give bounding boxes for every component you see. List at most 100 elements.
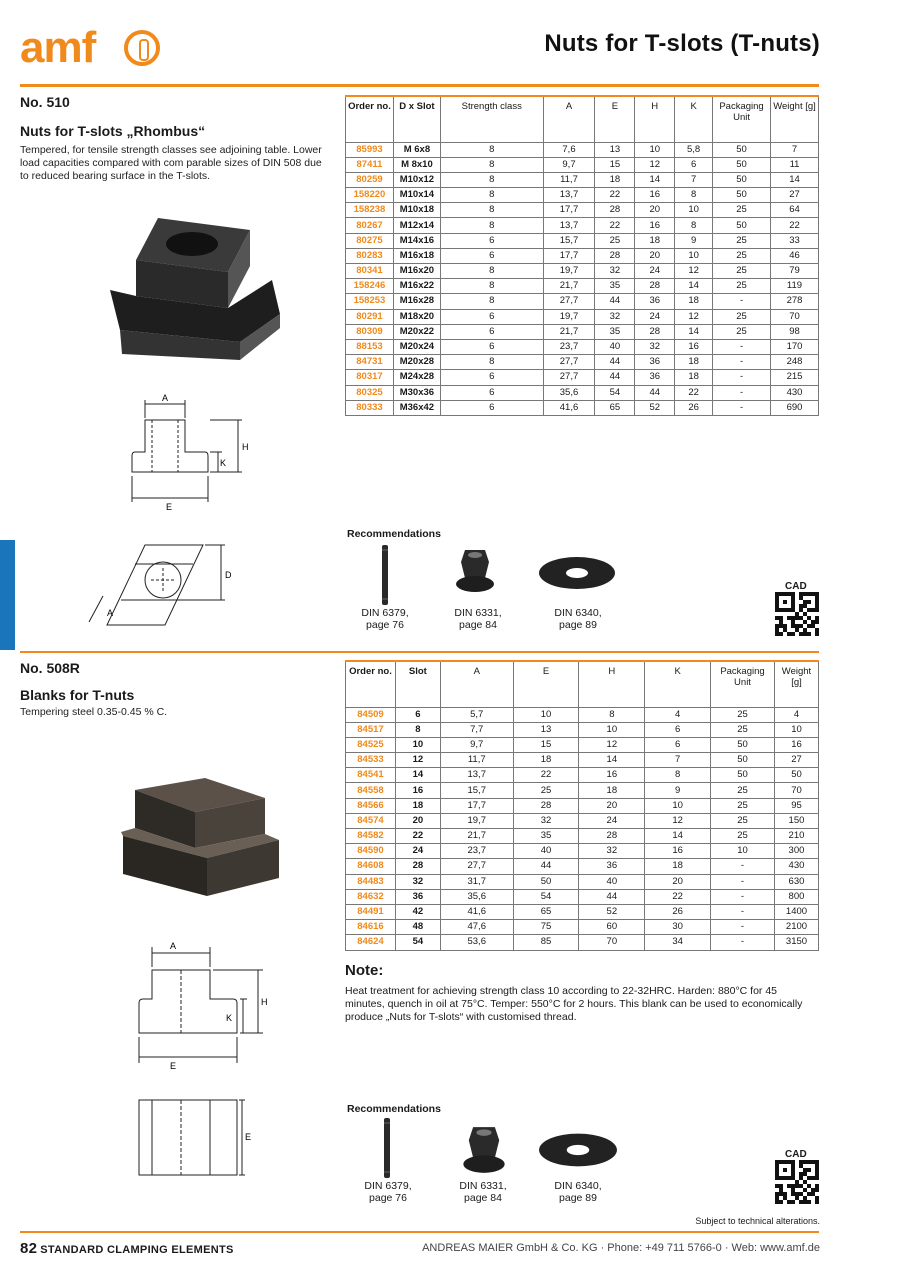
order-number-cell[interactable]: 84566 [345,797,396,814]
order-number-cell[interactable]: 84541 [345,767,396,784]
table-cell: 23,7 [439,843,514,860]
order-number-cell[interactable]: 84533 [345,752,396,769]
table-cell: - [710,903,775,921]
order-number-cell[interactable]: 80341 [345,262,394,280]
table-cell: M 8x10 [392,156,441,173]
order-number-cell[interactable]: 158220 [345,187,394,204]
order-number-cell[interactable]: 80309 [345,323,394,340]
order-number-cell[interactable]: 80317 [345,369,394,386]
table-cell: 6 [439,308,544,325]
order-number-cell[interactable]: 84491 [345,903,396,921]
order-number-cell[interactable]: 158253 [345,293,394,310]
table-cell: 65 [594,399,636,416]
table-cell: 13,7 [542,217,596,234]
table-cell: 24 [634,262,676,280]
order-number-cell[interactable]: 80267 [345,217,394,234]
table-cell: 25 [712,308,772,325]
table-cell: 64 [770,202,819,219]
section2-description: Tempering steel 0.35-0.45 % C. [20,706,168,718]
table-cell: 12 [674,262,714,280]
order-number-cell[interactable]: 158246 [345,278,394,295]
order-number-cell[interactable]: 84616 [345,919,396,936]
order-number-cell[interactable]: 84517 [345,721,396,738]
section2-col-header: Slot [394,660,441,708]
section1-col-header: Weight [g] [770,95,819,143]
table-cell: 8 [644,767,712,784]
order-number-cell[interactable]: 88153 [345,338,394,356]
section1-drawing-top: D A [88,544,232,626]
table-cell: 53,6 [439,934,514,951]
order-number-cell[interactable]: 85993 [345,141,394,158]
order-number-cell[interactable]: 84558 [345,782,396,799]
table-cell: M18x20 [392,308,441,325]
order-number-cell[interactable]: 80259 [345,171,394,189]
order-number-cell[interactable]: 80291 [345,308,394,325]
table-cell: 50 [712,156,772,173]
table-cell: 14 [644,827,712,845]
table-cell: 31,7 [439,873,514,890]
table-cell: 22 [594,217,636,234]
table-cell: 430 [773,858,820,875]
table-cell: 1400 [773,903,820,921]
table-cell: 28 [394,858,441,875]
table-cell: - [710,934,775,951]
order-number-cell[interactable]: 80325 [345,384,394,401]
order-number-cell[interactable]: 84483 [345,873,396,890]
order-number-cell[interactable]: 84525 [345,736,396,754]
table-cell: - [710,873,775,890]
table-cell: 10 [710,843,775,860]
order-number-cell[interactable]: 84608 [345,858,396,875]
table-cell: 8 [439,262,544,280]
order-number-cell[interactable]: 80283 [345,247,394,265]
table-cell: 20 [578,797,646,814]
dim2-h-label: H [261,997,268,1007]
order-number-cell[interactable]: 80333 [345,399,394,416]
table-cell: 10 [634,141,676,158]
table-cell: 25 [712,232,772,249]
table-cell: 430 [770,384,819,401]
order-number-cell[interactable]: 80275 [345,232,394,249]
section1-number: No. 510 [20,94,70,110]
table-cell: 4 [773,706,820,723]
table-cell: 14 [578,752,646,769]
cad-qr-code-1[interactable] [775,592,819,636]
table-cell: 50 [710,767,775,784]
table-cell: 630 [773,873,820,890]
table-cell: 25 [712,247,772,265]
order-number-cell[interactable]: 84590 [345,843,396,860]
order-number-cell[interactable]: 87411 [345,156,394,173]
table-cell: 85 [512,934,580,951]
section2-col-header: H [578,660,646,708]
section2-col-header: Weight [g] [773,660,820,708]
order-number-cell[interactable]: 84509 [345,706,396,723]
table-cell: 54 [394,934,441,951]
technical-alterations-note: Subject to technical alterations. [695,1216,820,1226]
table-cell: 50 [712,141,772,158]
order-number-cell[interactable]: 84624 [345,934,396,951]
table-cell: 12 [634,156,676,173]
order-number-cell[interactable]: 84582 [345,827,396,845]
order-number-cell[interactable]: 84731 [345,354,394,371]
table-cell: 22 [770,217,819,234]
order-number-cell[interactable]: 84574 [345,812,396,830]
table-cell: 32 [394,873,441,890]
section1-recommendations-title: Recommendations [347,528,441,540]
table-cell: 18 [394,797,441,814]
cad-qr-code-2[interactable] [775,1160,819,1204]
table-cell: 10 [773,721,820,738]
table-cell: 65 [512,903,580,921]
table-cell: 22 [644,888,712,905]
order-number-cell[interactable]: 84632 [345,888,396,905]
order-number-cell[interactable]: 158238 [345,202,394,219]
